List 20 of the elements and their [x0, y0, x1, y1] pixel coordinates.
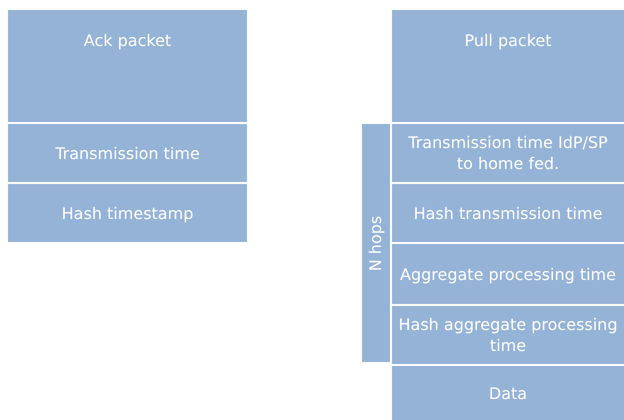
packet-field [392, 306, 624, 364]
packet-field [392, 366, 624, 420]
packet-header-field [8, 10, 247, 122]
packet-field [8, 184, 247, 242]
field-label: Transmission time [55, 142, 200, 164]
repeat-bar [362, 124, 390, 362]
field-label: Data [488, 382, 528, 404]
packet-field [8, 124, 247, 182]
field-label: Pull packet [464, 30, 552, 51]
field-label: Transmission time IdP/SP to home fed. [407, 132, 609, 174]
packet-header-field [392, 10, 624, 122]
packet-field [392, 124, 624, 182]
field-label: Hash aggregate processing time [398, 314, 618, 356]
field-label: Hash transmission time [414, 202, 602, 224]
field-label: Aggregate processing time [400, 264, 616, 284]
packet-field [392, 244, 624, 304]
field-label: N hops [366, 215, 386, 271]
packet-field [392, 184, 624, 242]
field-label: Hash timestamp [62, 202, 194, 224]
field-label: Ack packet [84, 30, 172, 51]
